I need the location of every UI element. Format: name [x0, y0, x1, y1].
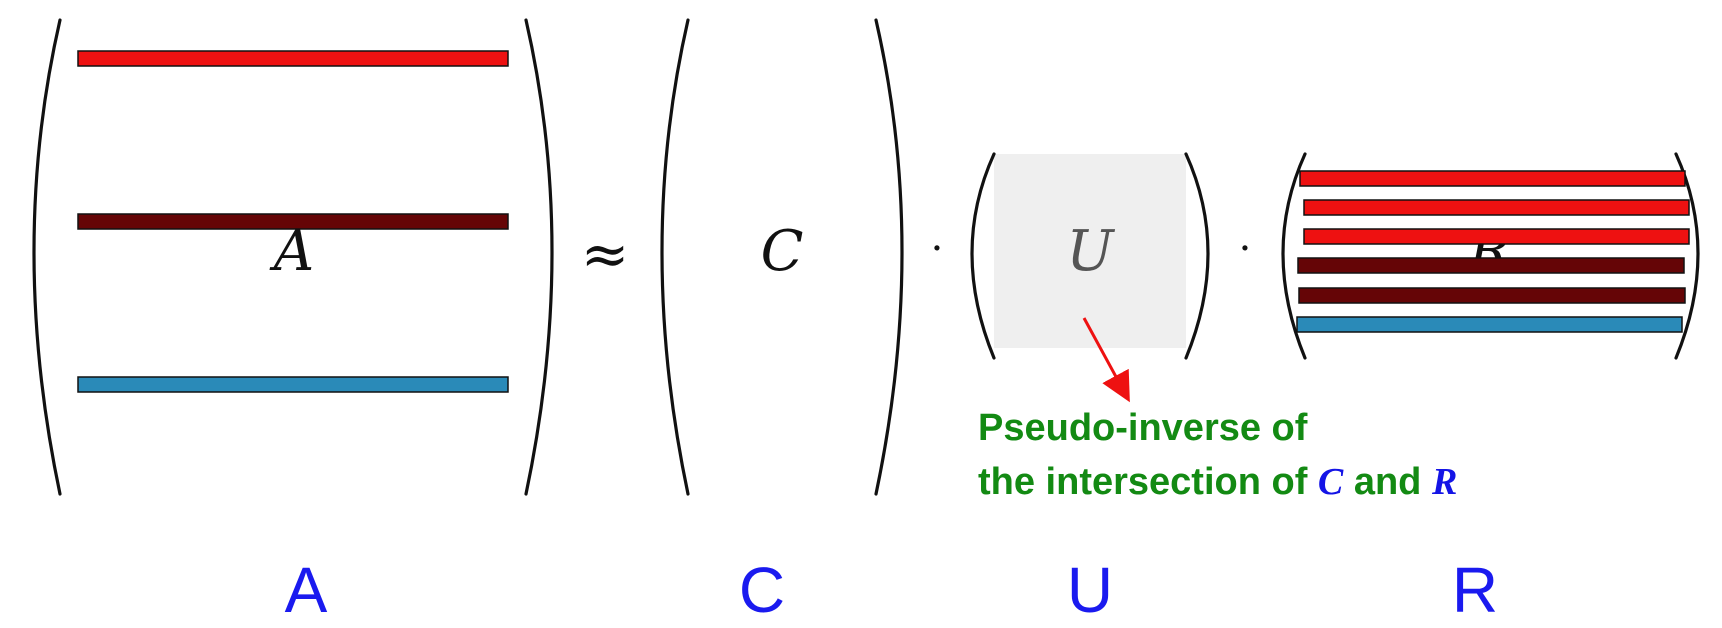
- annotation-arrow: [1082, 317, 1130, 403]
- annotation-line-2: the intersection of C and R: [978, 461, 1457, 503]
- matrix-u-symbol: U: [1066, 219, 1115, 284]
- approx-symbol: ≈: [581, 220, 630, 288]
- matrix-a-symbol: A: [269, 219, 314, 284]
- label-u: U: [1067, 554, 1113, 626]
- matrix-r-row-red: [1299, 170, 1686, 187]
- annotation-var-c: C: [1318, 461, 1344, 503]
- matrix-r-left-paren: [1281, 152, 1307, 360]
- annotation-line-2-prefix: the intersection of: [978, 461, 1318, 503]
- matrix-r-row-darkred: [1298, 287, 1686, 304]
- matrix-u-left-paren: [970, 152, 996, 360]
- matrix-r-row-blue: [1296, 316, 1683, 333]
- multiply-dot-1: ·: [931, 226, 944, 272]
- multiply-dot-2: ·: [1239, 226, 1252, 272]
- label-a: A: [285, 554, 328, 626]
- label-c: C: [739, 554, 785, 626]
- matrix-c-left-paren: [660, 18, 690, 496]
- annotation-line-1: Pseudo-inverse of: [978, 407, 1308, 449]
- matrix-a-row-darkred: [77, 213, 509, 230]
- matrix-a-right-paren: [524, 18, 554, 496]
- matrix-u: U: [970, 152, 1210, 360]
- matrix-u-right-paren: [1184, 152, 1210, 360]
- matrix-r-rows: [1296, 170, 1690, 333]
- matrix-a: A: [32, 18, 554, 496]
- matrix-r-row-red: [1303, 228, 1690, 245]
- matrix-c-right-paren: [874, 18, 904, 496]
- matrix-r-row-red: [1303, 199, 1690, 216]
- label-r: R: [1452, 554, 1498, 626]
- matrix-a-row-red: [77, 50, 509, 67]
- matrix-u-fill: [994, 154, 1186, 348]
- annotation-var-r: R: [1431, 461, 1457, 503]
- matrix-a-row-blue: [77, 376, 509, 393]
- annotation-conjunction: and: [1343, 461, 1432, 503]
- matrix-r-row-darkred: [1297, 257, 1685, 274]
- matrix-c-symbol: C: [761, 219, 804, 284]
- matrix-r: R: [1281, 152, 1700, 360]
- matrix-a-rows: [77, 50, 509, 393]
- matrix-a-left-paren: [32, 18, 62, 496]
- matrix-c: C: [660, 18, 904, 496]
